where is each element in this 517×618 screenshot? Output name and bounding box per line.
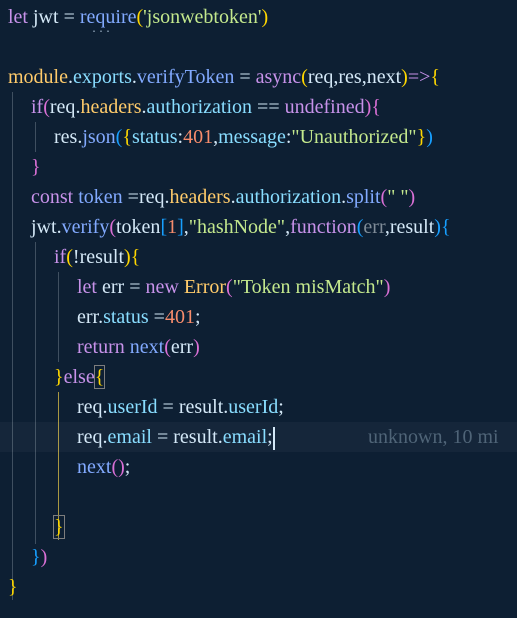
code-line-14[interactable]: req.userId = result.userId; [77, 396, 284, 418]
indent-guide [35, 122, 36, 152]
code-line-13[interactable]: }else{ [54, 365, 106, 389]
indent-guide [12, 92, 13, 600]
code-line-5[interactable]: res.json({status:401,message:"Unauthoriz… [54, 126, 433, 148]
code-line-11[interactable]: err.status =401; [77, 306, 201, 328]
active-indent-guide [58, 392, 59, 540]
code-line-16[interactable]: next(); [77, 456, 131, 478]
code-line-3[interactable]: module.exports.verifyToken = async(req,r… [8, 66, 440, 88]
indent-guide [58, 272, 59, 362]
code-line-4[interactable]: if(req.headers.authorization == undefine… [31, 96, 381, 118]
code-line-1[interactable]: let jwt = require('jsonwebtoken') [8, 6, 269, 28]
code-line-12[interactable]: return next(err) [77, 336, 200, 358]
code-line-10[interactable]: let err = new Error("Token misMatch") [77, 276, 391, 298]
git-blame-annotation: unknown, 10 mi [368, 426, 499, 448]
code-line-19[interactable]: }) [31, 546, 48, 568]
code-line-9[interactable]: if(!result){ [54, 246, 141, 268]
code-line-20[interactable]: } [8, 576, 18, 598]
code-line-18[interactable]: } [53, 515, 65, 539]
hover-dots[interactable]: ... [91, 24, 113, 35]
indent-guide [35, 242, 36, 544]
code-line-15[interactable]: req.email = result.email; [77, 426, 275, 450]
code-line-7[interactable]: const token =req.headers.authorization.s… [31, 186, 416, 208]
code-line-6[interactable]: } [31, 156, 41, 178]
code-line-8[interactable]: jwt.verify(token[1],"hashNode",function(… [31, 216, 451, 238]
text-cursor [272, 426, 275, 450]
